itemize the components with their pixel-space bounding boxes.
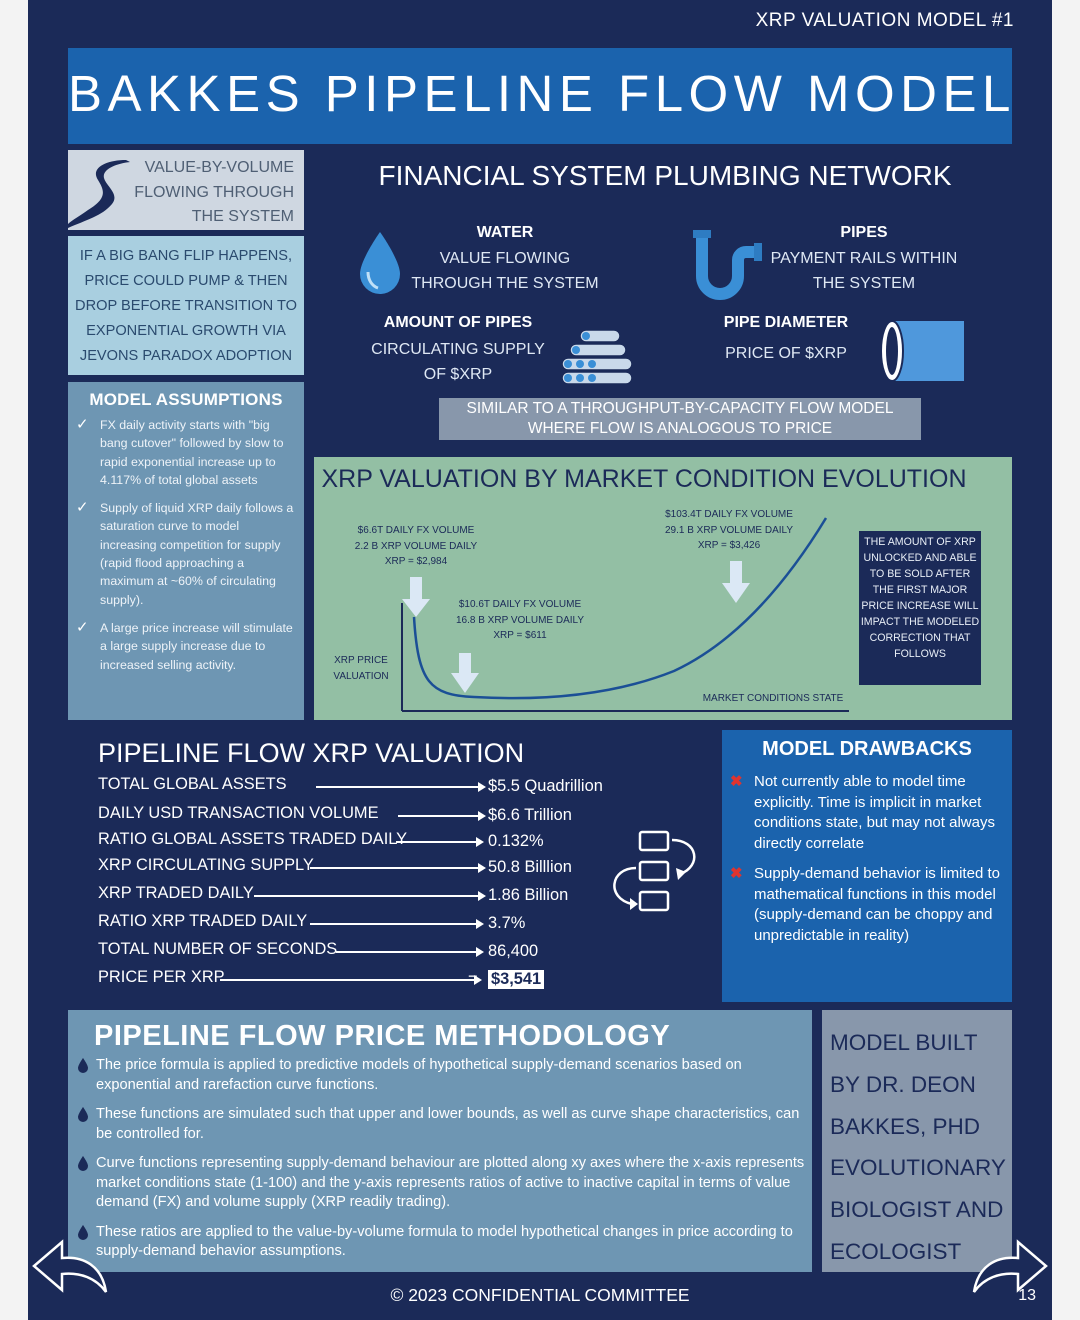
drop-bullet-icon <box>78 1156 88 1171</box>
big-bang-text: IF A BIG BANG FLIP HAPPENS, PRICE COULD … <box>75 248 297 364</box>
methodology-item: Curve functions representing supply-dema… <box>74 1154 808 1213</box>
valuation-row: RATIO GLOBAL ASSETS TRADED DAILY 0.132% <box>98 830 544 850</box>
arrow <box>310 919 484 929</box>
valuation-row: TOTAL GLOBAL ASSETS $5.5 Quadrillion <box>98 775 603 795</box>
pipeline-valuation-panel: PIPELINE FLOW XRP VALUATION TOTAL GLOBAL… <box>68 730 714 1002</box>
big-bang-panel: IF A BIG BANG FLIP HAPPENS, PRICE COULD … <box>68 236 304 375</box>
drop-bullet-icon <box>78 1058 88 1073</box>
value-by-volume-panel: VALUE-BY-VOLUME FLOWING THROUGH THE SYST… <box>68 150 304 230</box>
pipe-cylinder-icon <box>880 320 964 382</box>
drawback-item: ✖Supply-demand behavior is limited to ma… <box>730 865 1000 944</box>
water-drop-icon <box>360 232 400 294</box>
valuation-curve-chart <box>401 517 849 712</box>
arrow <box>316 782 486 792</box>
page-number: 13 <box>1018 1287 1036 1304</box>
methodology-item: The price formula is applied to predicti… <box>74 1056 808 1095</box>
assumption-item: ✓Supply of liquid XRP daily follows a sa… <box>76 499 294 607</box>
title-banner <box>68 48 1012 144</box>
methodology-item: These functions are simulated such that … <box>74 1105 808 1144</box>
down-arrow-1 <box>402 577 430 617</box>
infographic-page: XRP VALUATION MODEL #1 BAKKES PIPELINE F… <box>28 0 1052 1320</box>
flow-model-note: SIMILAR TO A THROUGHPUT-BY-CAPACITY FLOW… <box>439 398 921 440</box>
author-panel: MODEL BUILT BY DR. DEON BAKKES, PHD EVOL… <box>822 1010 1012 1272</box>
chart-title: XRP VALUATION BY MARKET CONDITION EVOLUT… <box>321 465 967 493</box>
water-line-2: THROUGH THE SYSTEM <box>411 275 599 292</box>
assumption-item: ✓A large price increase will stimulate a… <box>76 618 293 672</box>
water-title: WATER <box>476 224 534 241</box>
x-mark-icon: ✖ <box>730 773 743 790</box>
diameter-title: PIPE DIAMETER <box>723 314 849 331</box>
model-assumptions-panel: MODEL ASSUMPTIONS ✓FX daily activity sta… <box>68 382 304 720</box>
model-drawbacks-panel: MODEL DRAWBACKS ✖Not currently able to m… <box>722 730 1012 1002</box>
series-tag: XRP VALUATION MODEL #1 <box>755 10 1014 31</box>
amount-line-2: OF $XRP <box>423 366 493 383</box>
amount-line-1: CIRCULATING SUPPLY <box>371 341 545 358</box>
assumption-item: ✓FX daily activity starts with "big bang… <box>76 416 284 487</box>
arrow <box>398 811 486 821</box>
pipe-icon <box>693 230 762 300</box>
page-title: BAKKES PIPELINE FLOW MODEL <box>68 65 1016 122</box>
diameter-line-1: PRICE OF $XRP <box>725 345 847 362</box>
copyright: © 2023 CONFIDENTIAL COMMITTEE <box>390 1285 690 1305</box>
x-axis-label: MARKET CONDITIONS STATE <box>702 693 844 704</box>
drawbacks-list: ✖Not currently able to model time explic… <box>730 772 1006 956</box>
arrow <box>254 891 486 901</box>
cycle-flow-icon <box>613 830 696 912</box>
valuation-row: DAILY USD TRANSACTION VOLUME $6.6 Trilli… <box>98 804 572 824</box>
methodology-panel: PIPELINE FLOW PRICE METHODOLOGY The pric… <box>68 1010 812 1272</box>
methodology-item: These ratios are applied to the value-by… <box>74 1223 808 1262</box>
assumptions-heading: MODEL ASSUMPTIONS <box>89 390 283 409</box>
unlock-note: THE AMOUNT OF XRP UNLOCKED AND ABLE TO B… <box>859 531 981 685</box>
down-arrow-2 <box>451 653 479 693</box>
methodology-heading: PIPELINE FLOW PRICE METHODOLOGY <box>94 1020 671 1052</box>
valuation-row: PRICE PER XRP = $3,541 <box>98 968 698 992</box>
water-line-1: VALUE FLOWING <box>439 250 571 267</box>
price-result: $3,541 <box>488 970 545 989</box>
back-arrow-icon[interactable] <box>30 1230 110 1296</box>
pipe-stack-icon <box>561 329 633 385</box>
valuation-curve <box>412 517 828 700</box>
check-icon: ✓ <box>76 416 89 433</box>
pipes-title: PIPES <box>840 224 888 241</box>
author-text: MODEL BUILT BY DR. DEON BAKKES, PHD EVOL… <box>830 1030 1006 1264</box>
valuation-chart-panel: XRP VALUATION BY MARKET CONDITION EVOLUT… <box>314 457 1012 720</box>
arrow <box>396 837 484 847</box>
value-by-volume-text: VALUE-BY-VOLUME FLOWING THROUGH THE SYST… <box>134 159 294 225</box>
drop-bullet-icon <box>78 1224 88 1240</box>
check-icon: ✓ <box>76 499 89 517</box>
valuation-row: XRP CIRCULATING SUPPLY 50.8 Billlion <box>98 856 572 876</box>
swoosh-icon <box>68 160 130 228</box>
arrow <box>310 863 486 873</box>
down-arrow-3 <box>722 561 750 603</box>
equals-sign: = <box>468 970 478 988</box>
arrow <box>220 975 482 985</box>
pipes-line-2: THE SYSTEM <box>812 275 916 292</box>
annotation-1: $6.6T DAILY FX VOLUME 2.2 B XRP VOLUME D… <box>354 525 478 567</box>
valuation-row: TOTAL NUMBER OF SECONDS 86,400 <box>98 940 539 960</box>
arrow <box>336 947 484 957</box>
drawbacks-heading: MODEL DRAWBACKS <box>762 738 972 760</box>
annotation-2: $10.6T DAILY FX VOLUME 16.8 B XRP VOLUME… <box>455 599 585 641</box>
y-axis-label: XRP PRICE VALUATION <box>333 655 389 682</box>
annotation-3: $103.4T DAILY FX VOLUME 29.1 B XRP VOLUM… <box>664 509 794 551</box>
plumbing-title: FINANCIAL SYSTEM PLUMBING NETWORK <box>378 160 952 191</box>
pipeline-title: PIPELINE FLOW XRP VALUATION <box>98 738 525 768</box>
amount-title: AMOUNT OF PIPES <box>383 314 533 331</box>
forward-arrow-icon[interactable] <box>970 1230 1050 1296</box>
assumptions-list: ✓FX daily activity starts with "big bang… <box>76 416 298 684</box>
x-mark-icon: ✖ <box>730 865 743 882</box>
methodology-list: The price formula is applied to predicti… <box>74 1056 808 1272</box>
valuation-row: XRP TRADED DAILY 1.86 Billion <box>98 884 569 904</box>
valuation-row: RATIO XRP TRADED DAILY 3.7% <box>98 912 526 932</box>
check-icon: ✓ <box>76 618 89 636</box>
pipes-line-1: PAYMENT RAILS WITHIN <box>770 250 958 267</box>
drop-bullet-icon <box>78 1107 88 1122</box>
drawback-item: ✖Not currently able to model time explic… <box>730 773 995 852</box>
